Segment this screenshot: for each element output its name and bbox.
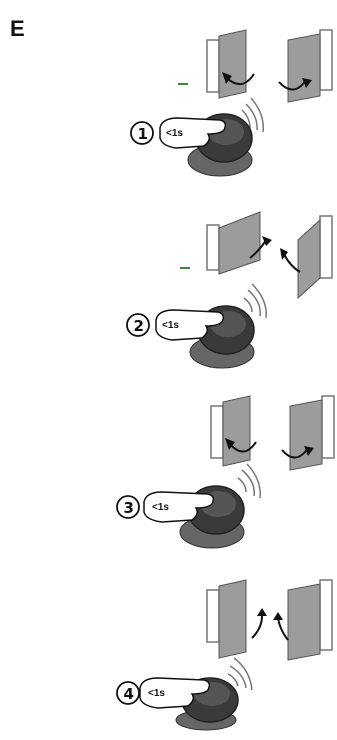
pressing-hand: <1s [143, 491, 215, 523]
opening-arrow-left [251, 615, 263, 639]
step-number-circle [116, 495, 140, 519]
left-gate-leaf [210, 395, 251, 467]
step-1-illustration: <1s 1 [130, 29, 333, 177]
step-number: 3 [124, 499, 134, 517]
pressing-hand: <1s [155, 309, 225, 341]
closing-arrow-left [229, 441, 257, 453]
right-gate-leaf [289, 395, 335, 471]
signal-waves [227, 657, 253, 691]
step-number-circle [126, 313, 150, 337]
opening-arrow-right [277, 617, 289, 641]
step-number-circle [116, 681, 140, 705]
right-gate-leaf [287, 579, 333, 661]
pressing-hand: <1s [139, 677, 211, 709]
right-gate-leaf [287, 29, 333, 103]
step-number: 2 [134, 317, 144, 335]
signal-waves [241, 97, 264, 133]
step-3-illustration: <1s 3 [116, 395, 335, 549]
step-4-illustration: <1s 4 [116, 579, 333, 731]
press-duration-label: <1s [148, 688, 165, 699]
right-gate-leaf [297, 215, 333, 300]
left-gate-leaf [206, 29, 247, 99]
press-duration-label: <1s [162, 320, 179, 331]
pressing-hand: <1s [159, 117, 227, 149]
section-letter: E [10, 16, 25, 41]
step-1: <1s 1 [0, 0, 337, 180]
left-gate-leaf [206, 579, 247, 659]
step-number: 4 [124, 685, 134, 703]
signal-waves [237, 463, 261, 499]
closing-arrow-left [226, 73, 255, 85]
left-gate-leaf [206, 211, 261, 275]
press-duration-label: <1s [152, 502, 169, 513]
step-3: <1s 3 [0, 380, 337, 560]
step-number: 1 [138, 125, 148, 143]
step-4: <1s 4 [0, 560, 337, 740]
step-2-illustration: <1s 2 [126, 211, 333, 369]
step-number-circle [130, 121, 154, 145]
signal-waves [243, 283, 267, 319]
step-2: <1s 2 [0, 180, 337, 369]
opening-arrow-right [283, 253, 301, 273]
press-duration-label: <1s [166, 128, 183, 139]
